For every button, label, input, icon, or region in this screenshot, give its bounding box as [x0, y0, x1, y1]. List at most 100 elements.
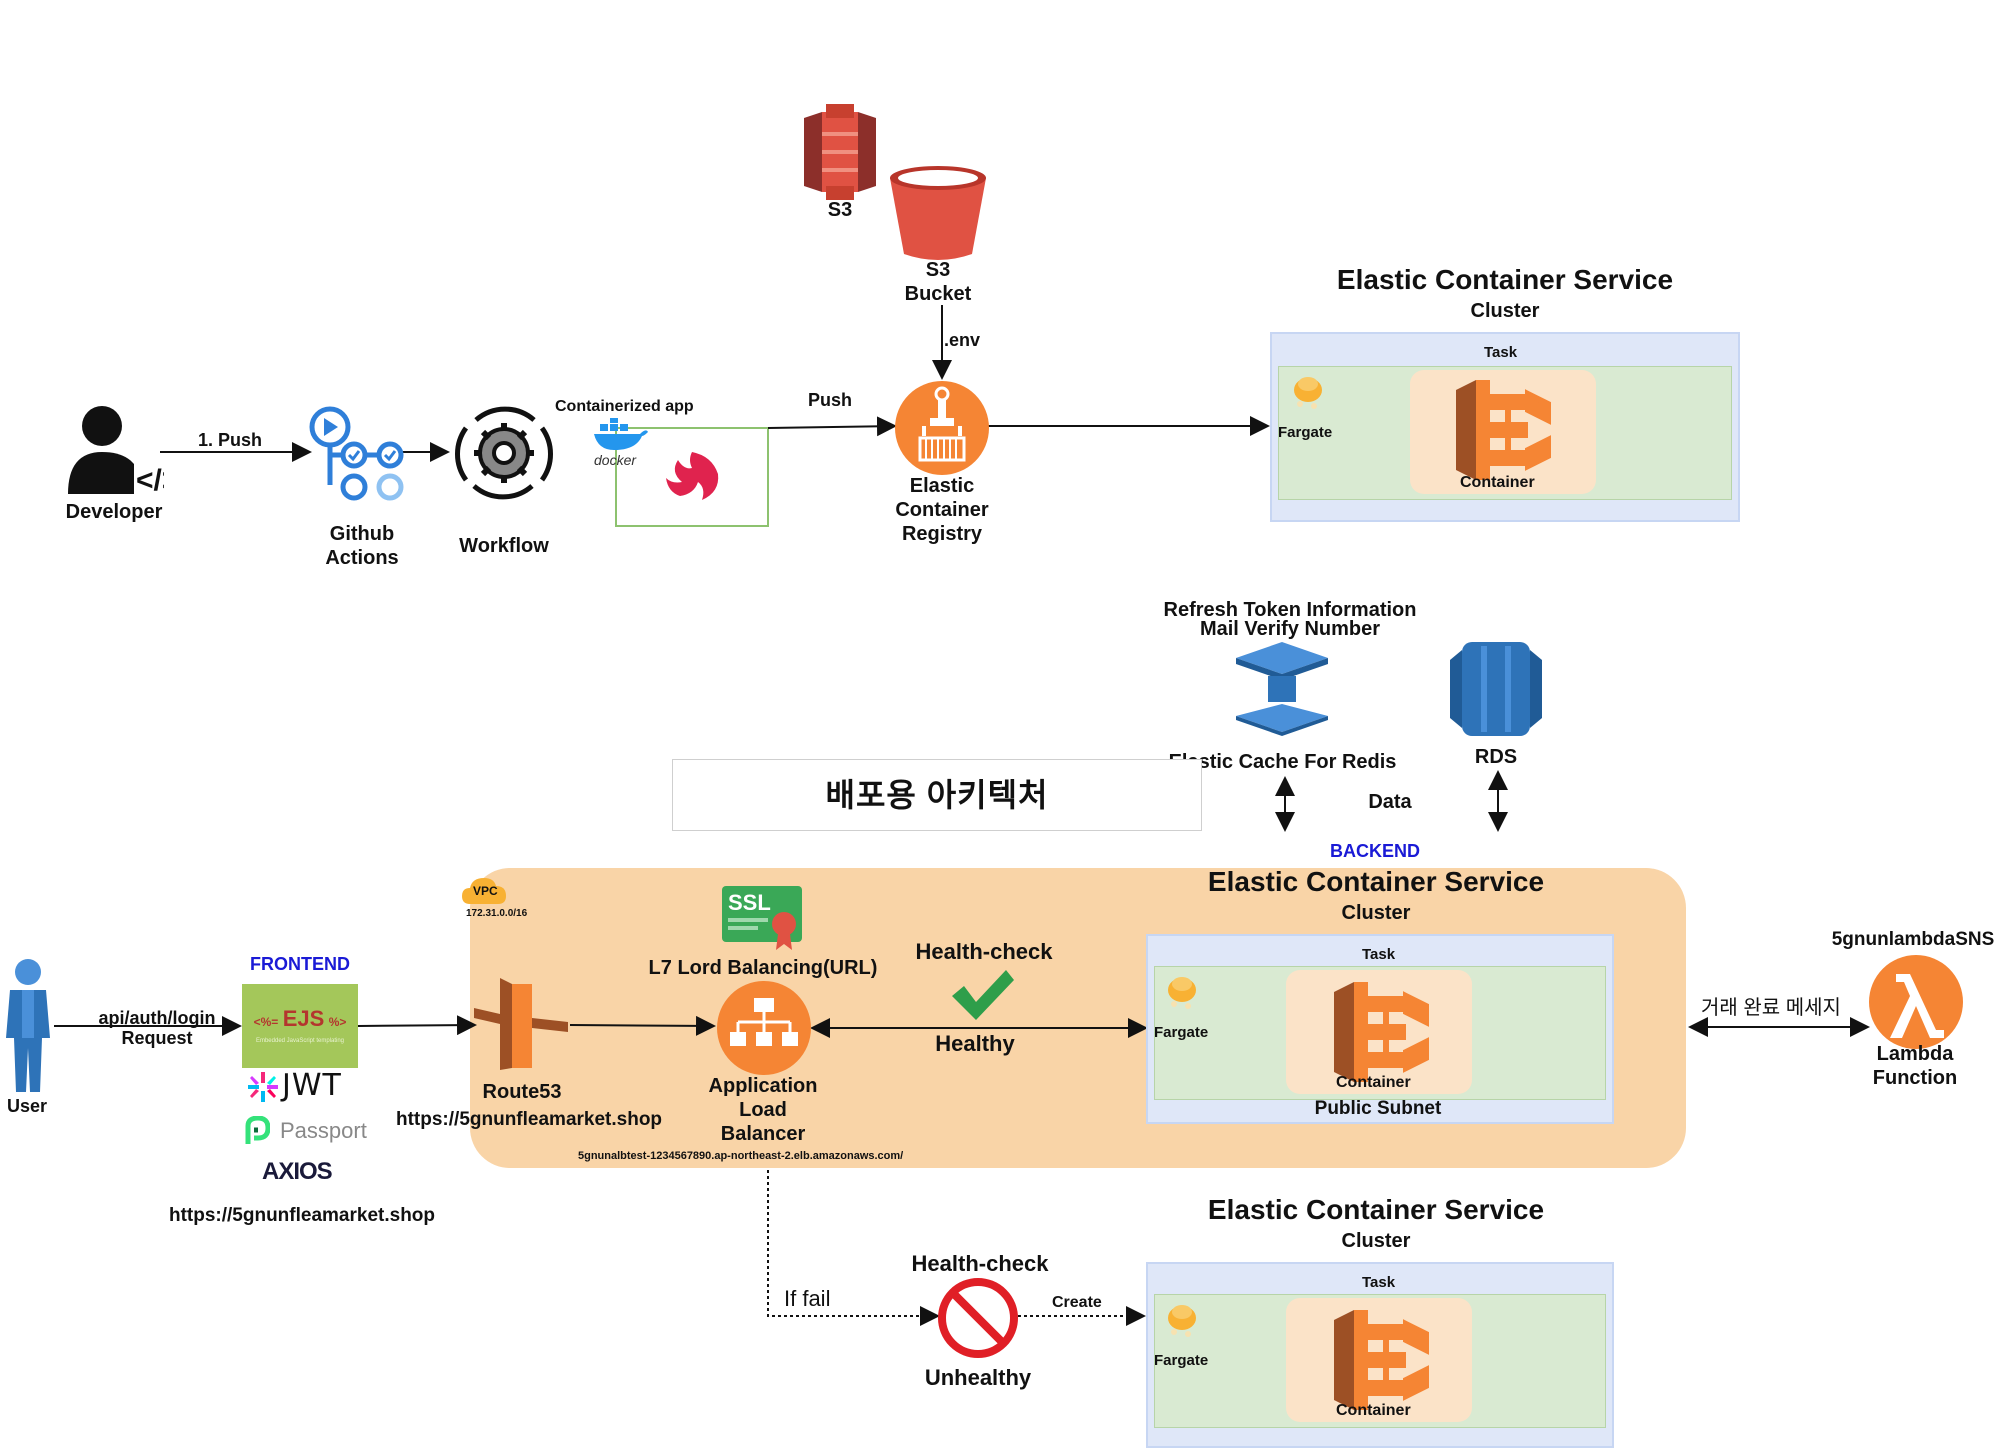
top-task-label: Task	[1484, 344, 1518, 361]
backend-task-label: Task	[1362, 946, 1396, 963]
backend-fargate-icon	[1168, 977, 1196, 1009]
ecr-label-1: Elastic	[909, 475, 975, 497]
jwt-label: JWT	[282, 1068, 342, 1103]
s3-bucket-label-1: S3	[925, 259, 951, 281]
lambda-message-label: 거래 완료 메세지	[1701, 997, 1841, 1019]
top-fargate-label: Fargate	[1278, 424, 1333, 441]
vpc-cloud-icon	[462, 878, 506, 904]
redis-icon	[1236, 642, 1328, 736]
route53-icon	[474, 978, 568, 1070]
request-label-1: api/auth/login	[98, 1008, 216, 1028]
top-ecs-title: Elastic Container Service	[1336, 264, 1674, 295]
alb-label-2: Load	[739, 1099, 787, 1121]
healthy-check-icon	[952, 970, 1014, 1020]
rds-icon	[1450, 642, 1542, 736]
route53-url-label: https://5gnunfleamarket.shop	[396, 1109, 663, 1130]
if-fail-label: If fail	[784, 1286, 831, 1311]
lambda-label-2: Function	[1872, 1067, 1958, 1089]
public-subnet-label: Public Subnet	[1314, 1098, 1442, 1119]
github-actions-label-1: Github	[329, 523, 395, 545]
github-actions-label-2: Actions	[325, 547, 399, 569]
workflow-label: Workflow	[459, 535, 549, 557]
lambda-label-1: Lambda	[1876, 1043, 1954, 1065]
developer-label: Developer	[65, 501, 163, 523]
ejs-open: <%=	[253, 1015, 279, 1029]
refresh-token-label: Refresh Token Information	[1163, 599, 1417, 621]
lambda-sns-label: 5gnunlambdaSNS	[1831, 929, 1995, 950]
mail-verify-label: Mail Verify Number	[1199, 618, 1381, 640]
data-label: Data	[1368, 791, 1412, 813]
failover-ecs-title: Elastic Container Service	[1207, 1194, 1545, 1225]
lambda-icon	[1869, 955, 1963, 1049]
backend-fargate-label: Fargate	[1154, 1024, 1209, 1041]
unhealthy-label: Unhealthy	[924, 1365, 1032, 1390]
ecr-label-3: Registry	[901, 523, 983, 545]
arrow-frontend-route53	[357, 1015, 477, 1036]
passport-label: Passport	[280, 1118, 367, 1143]
docker-label: docker	[594, 452, 637, 468]
s3-bucket-icon	[890, 166, 986, 260]
rds-label: RDS	[1474, 746, 1518, 768]
backend-container-label: Container	[1336, 1074, 1411, 1091]
health-check-label: Health-check	[915, 939, 1053, 964]
env-label: .env	[944, 330, 981, 350]
request-label-2: Request	[121, 1028, 193, 1048]
nestjs-logo-icon	[666, 452, 719, 500]
s3-icon	[804, 104, 876, 200]
failover-ecs-cluster-label: Cluster	[1341, 1230, 1411, 1252]
ejs-close: %>	[328, 1015, 347, 1029]
backend-ecs-container-icon	[1334, 982, 1429, 1082]
user-icon	[6, 959, 50, 1092]
ecr-icon	[895, 381, 989, 475]
failover-health-check-label: Health-check	[911, 1251, 1049, 1276]
containerized-app-label: Containerized app	[555, 398, 694, 415]
backend-ecs-title: Elastic Container Service	[1207, 866, 1545, 897]
l7-label: L7 Lord Balancing(URL)	[648, 957, 878, 979]
create-label: Create	[1052, 1294, 1102, 1311]
top-ecs-container-icon	[1456, 380, 1551, 480]
ssl-text: SSL	[728, 890, 771, 915]
ejs-logo: <%= EJS %> Embedded JavaScript templatin…	[242, 984, 358, 1068]
jwt-logo-icon	[248, 1072, 278, 1102]
workflow-gear-icon	[455, 406, 553, 500]
backend-label: BACKEND	[1330, 841, 1420, 861]
push-label: Push	[808, 390, 853, 410]
top-fargate-icon	[1294, 377, 1322, 409]
failover-fargate-icon	[1168, 1305, 1196, 1337]
alb-icon	[717, 981, 811, 1075]
arrow-push-ecr	[767, 416, 897, 437]
ecr-label-2: Container	[895, 499, 989, 521]
containerized-app-box	[615, 427, 769, 527]
s3-bucket-label-2: Bucket	[904, 283, 972, 305]
alb-label-3: Balancer	[720, 1123, 806, 1145]
failover-fargate-label: Fargate	[1154, 1352, 1209, 1369]
vpc-badge-label: VPC	[473, 884, 498, 898]
docker-whale-icon	[594, 418, 648, 450]
failover-ecs-container-icon	[1334, 1310, 1429, 1410]
arrow-route53-alb	[569, 1015, 716, 1036]
push1-label: 1. Push	[198, 430, 263, 450]
redis-label: Elastic Cache For Redis	[1168, 751, 1397, 773]
unhealthy-stop-icon	[938, 1278, 1018, 1358]
ejs-text: EJS	[282, 1006, 325, 1031]
developer-icon: </>	[68, 406, 164, 496]
alb-label-1: Application	[708, 1075, 818, 1097]
ssl-certificate-icon: SSL	[722, 886, 802, 950]
route53-label: Route53	[482, 1081, 562, 1103]
failover-task-label: Task	[1362, 1274, 1396, 1291]
alb-dns-label: 5gnunalbtest-1234567890.ap-northeast-2.e…	[578, 1150, 904, 1162]
top-container-label: Container	[1460, 474, 1535, 491]
failover-container-label: Container	[1336, 1402, 1411, 1419]
architecture-heading-text: 배포용 아키텍처	[825, 777, 1049, 813]
svg-text:</>: </>	[136, 464, 164, 496]
frontend-url-label: https://5gnunfleamarket.shop	[168, 1205, 436, 1226]
backend-ecs-cluster-label: Cluster	[1341, 902, 1411, 924]
top-ecs-cluster-label: Cluster	[1470, 300, 1540, 322]
arrow-if-fail	[767, 1170, 940, 1326]
frontend-label: FRONTEND	[250, 954, 350, 974]
vpc-cidr-label: 172.31.0.0/16	[466, 908, 528, 919]
axios-label: AXIOS	[262, 1158, 333, 1185]
s3-label: S3	[827, 199, 853, 221]
passport-logo-icon	[245, 1116, 270, 1144]
